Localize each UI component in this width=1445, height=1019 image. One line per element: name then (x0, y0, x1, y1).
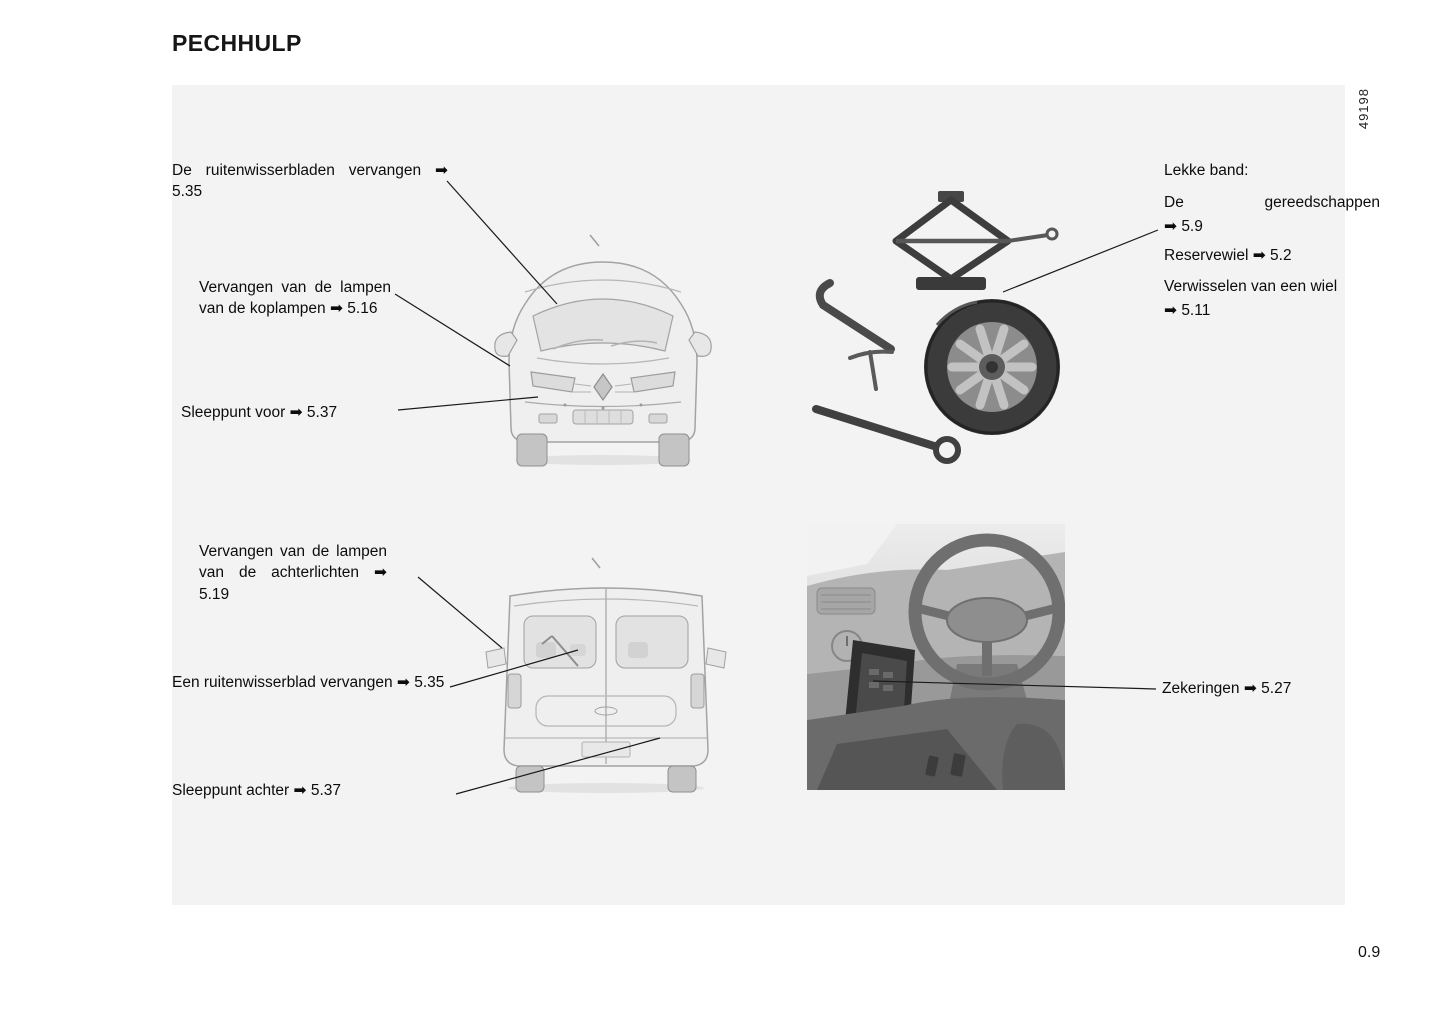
tools-illustration (812, 191, 1060, 464)
callout-headlamp-bulbs: Vervangen van de lampen van de koplampen… (199, 277, 391, 320)
page-title: PECHHULP (172, 30, 302, 56)
callout-ref: 5.11 (1181, 302, 1211, 320)
ref-arrow-icon: ➡ (435, 162, 448, 179)
spare-wheel (924, 299, 1060, 435)
callout-spare-wheel: Reservewiel ➡ 5.2 (1164, 245, 1292, 266)
callout-label: Vervangen van de lampen van de koplampen (199, 279, 391, 318)
ref-arrow-icon: ➡ (1243, 680, 1257, 697)
callout-ref: 5.2 (1270, 247, 1292, 264)
callout-ref: 5.19 (199, 585, 230, 603)
callout-rear-lamp-bulbs: Vervangen van de lampen van de achterlic… (199, 541, 387, 605)
callout-ref: 5.9 (1181, 218, 1203, 236)
callout-wiper-blades-front: De ruitenwisserbladen vervangen ➡ 5.35 (172, 160, 448, 203)
callout-label: Sleeppunt voor (181, 404, 286, 421)
ref-arrow-icon: ➡ (329, 300, 343, 318)
scissor-jack (892, 196, 1012, 283)
dashboard-photo (807, 524, 1065, 790)
callout-ref: 5.37 (310, 782, 341, 799)
page-number: 0.9 (1358, 944, 1381, 961)
callout-label: Sleeppunt achter (172, 782, 290, 799)
callout-changing-wheel: Verwisselen van een wiel ➡ 5.11 (1164, 276, 1390, 322)
callout-ref: 5.37 (306, 404, 338, 421)
callout-label: Reservewiel (1164, 247, 1249, 264)
ref-arrow-icon: ➡ (1164, 218, 1177, 236)
figure-background (172, 85, 1345, 905)
callout-tools: De gereedschappen ➡ 5.9 (1164, 192, 1380, 238)
ref-arrow-icon: ➡ (396, 674, 410, 691)
callout-label: Lekke band: (1164, 162, 1249, 179)
towing-eye-bar (812, 405, 938, 450)
figure-number: 49198 (1356, 88, 1371, 130)
callout-towing-point-rear: Sleeppunt achter ➡ 5.37 (172, 780, 341, 801)
callout-label: Een ruitenwisserblad vervangen (172, 674, 393, 691)
ref-arrow-icon: ➡ (1252, 247, 1266, 264)
callout-ref: 5.16 (347, 300, 378, 318)
jack-handle (815, 279, 895, 353)
callout-fuses: Zekeringen ➡ 5.27 (1162, 678, 1291, 699)
ref-arrow-icon: ➡ (1164, 302, 1177, 320)
ref-arrow-icon: ➡ (293, 782, 307, 799)
car-rear-view-illustration (485, 557, 727, 793)
ref-arrow-icon: ➡ (374, 564, 387, 582)
callout-label: Vervangen van de lampen van de achterlic… (199, 543, 387, 582)
callout-ref: 5.35 (414, 674, 445, 691)
ref-arrow-icon: ➡ (289, 404, 303, 421)
callout-wiper-blade-rear: Een ruitenwisserblad vervangen ➡ 5.35 (172, 672, 450, 693)
flat-tyre-heading: Lekke band: (1164, 160, 1248, 181)
callout-ref: 5.35 (172, 183, 203, 201)
car-front-view-illustration (494, 234, 712, 467)
callout-ref: 5.27 (1261, 680, 1292, 697)
callout-label: Zekeringen (1162, 680, 1240, 697)
callout-label: Verwisselen van een wiel (1164, 278, 1338, 295)
dash-air-vent (816, 587, 876, 615)
callout-label: De ruitenwisserbladen vervangen (172, 162, 422, 179)
callout-label: De gereedschappen (1164, 194, 1380, 211)
callout-towing-point-front: Sleeppunt voor ➡ 5.37 (181, 402, 337, 423)
